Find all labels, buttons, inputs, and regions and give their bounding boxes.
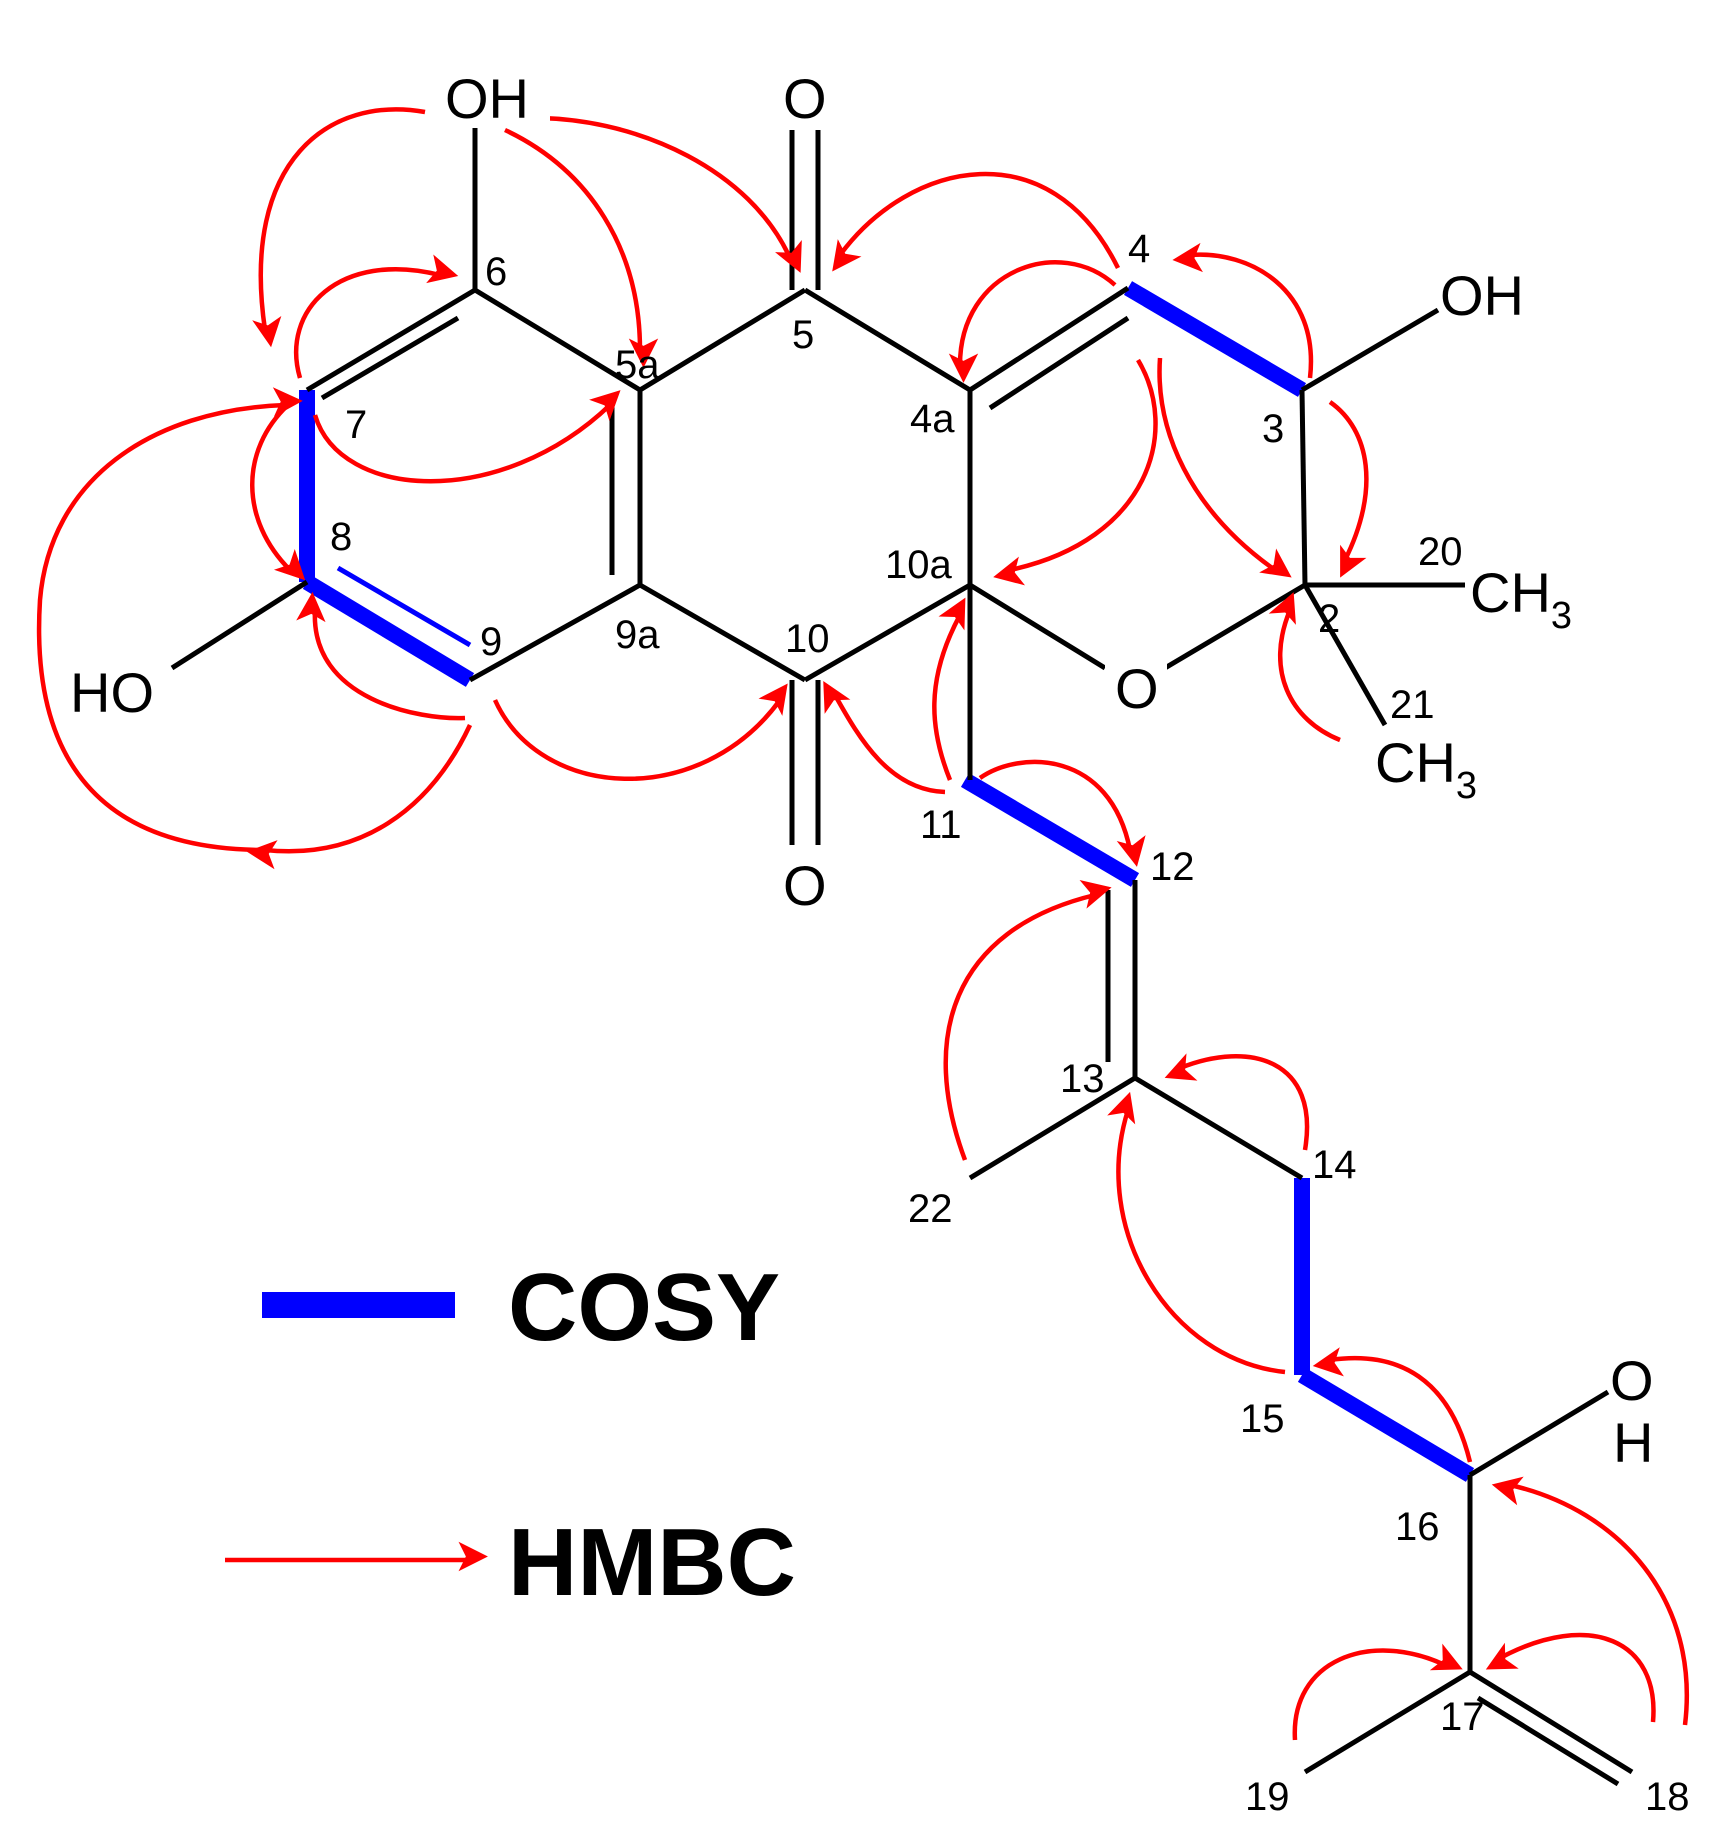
atom-labels: OH O OH HO O O CH3 CH3 O H bbox=[70, 58, 1654, 1474]
hmbc-arrow bbox=[296, 591, 466, 721]
hmbc-arrow bbox=[1328, 400, 1369, 578]
hmbc-arrow bbox=[293, 254, 459, 379]
bond-c6-c7-double bbox=[320, 315, 460, 401]
hmbc-arrow bbox=[312, 390, 621, 484]
hmbc-arrow bbox=[250, 403, 306, 581]
locant-c20: 20 bbox=[1418, 530, 1463, 574]
locant-c7: 7 bbox=[345, 403, 367, 447]
hmbc-arrow bbox=[932, 597, 966, 781]
locant-c17: 17 bbox=[1440, 1695, 1485, 1739]
hmbc-arrow bbox=[948, 260, 1117, 383]
locant-c6: 6 bbox=[485, 250, 507, 294]
cosy-bond-c8-c9-inner bbox=[336, 565, 472, 648]
bond-c9a-c9 bbox=[468, 582, 642, 683]
locant-c5a: 5a bbox=[615, 343, 660, 387]
bond-c5-c4a bbox=[803, 287, 972, 393]
hmbc-arrow bbox=[978, 759, 1146, 867]
hmbc-arrow bbox=[1268, 592, 1341, 743]
locant-c15: 15 bbox=[1240, 1397, 1285, 1441]
skeleton-bonds bbox=[170, 128, 1634, 1787]
bond-c13-c14 bbox=[1133, 1075, 1304, 1181]
bond-c5a-c5 bbox=[638, 287, 807, 393]
cosy-bond-c11-c12 bbox=[960, 773, 1140, 887]
cosy-bond-c4-c3 bbox=[1123, 281, 1307, 397]
hmbc-arrow bbox=[1157, 357, 1292, 578]
hmbc-arrow bbox=[246, 724, 473, 870]
locant-c3: 3 bbox=[1262, 407, 1284, 451]
bond-c10-c9a bbox=[638, 582, 807, 683]
legend: COSY HMBC bbox=[225, 1254, 796, 1616]
locant-c21: 21 bbox=[1390, 683, 1435, 727]
hmbc-arrow bbox=[539, 115, 802, 273]
atom-o-c16: O bbox=[1610, 1349, 1654, 1412]
locant-c16: 16 bbox=[1395, 1505, 1440, 1549]
locant-c5: 5 bbox=[792, 313, 814, 357]
hmbc-arrow bbox=[252, 107, 426, 348]
bond-c17-c18-b bbox=[1476, 1695, 1620, 1787]
bond-c10a-c10 bbox=[803, 582, 972, 683]
hmbc-arrow bbox=[1172, 242, 1314, 379]
cosy-bond-c15-c16 bbox=[1297, 1368, 1475, 1482]
hmbc-arrow bbox=[1292, 1643, 1463, 1741]
bond-c4a-c4-double bbox=[988, 315, 1130, 411]
locant-c8: 8 bbox=[330, 515, 352, 559]
locant-c19: 19 bbox=[1245, 1775, 1290, 1819]
locant-c9a: 9a bbox=[615, 613, 660, 657]
hmbc-arrow bbox=[993, 358, 1158, 586]
legend-hmbc-label: HMBC bbox=[508, 1509, 796, 1616]
atom-o-c10: O bbox=[783, 854, 827, 917]
hmbc-arrow bbox=[1164, 1053, 1310, 1151]
atom-oh-c3: OH bbox=[1440, 264, 1524, 327]
hmbc-arrow bbox=[832, 171, 1121, 272]
hmbc-arrow bbox=[1485, 1632, 1656, 1723]
bond-c17-c19 bbox=[1303, 1669, 1472, 1775]
hmbc-arrow bbox=[1312, 1347, 1473, 1463]
bond-c17-c18-a bbox=[1468, 1669, 1634, 1775]
atom-ch3-c20: CH3 bbox=[1470, 561, 1572, 637]
legend-cosy-label: COSY bbox=[508, 1254, 780, 1361]
hmbc-arrow bbox=[943, 880, 1112, 1161]
atom-ho-c8: HO bbox=[70, 661, 154, 724]
locant-c10a: 10a bbox=[885, 543, 952, 587]
atom-ch3-c21: CH3 bbox=[1375, 731, 1477, 807]
cosy-bonds bbox=[299, 281, 1475, 1482]
hmbc-arrow bbox=[1491, 1476, 1689, 1726]
locant-c2: 2 bbox=[1318, 597, 1340, 641]
hmbc-arrow bbox=[1107, 1091, 1286, 1375]
atom-o-ring: O bbox=[1115, 657, 1159, 720]
locant-c22: 22 bbox=[908, 1187, 953, 1231]
hmbc-arrows bbox=[36, 107, 1689, 1741]
atom-o-c5: O bbox=[783, 67, 827, 130]
locant-c12: 12 bbox=[1150, 845, 1195, 889]
bond-c4a-c4 bbox=[968, 285, 1130, 393]
hmbc-arrow bbox=[504, 127, 659, 368]
locant-c18: 18 bbox=[1645, 1775, 1690, 1819]
bond-c13-c22 bbox=[968, 1075, 1137, 1181]
bond-c6-c5a bbox=[473, 287, 642, 393]
locant-c13: 13 bbox=[1060, 1057, 1105, 1101]
hmbc-arrow bbox=[36, 387, 303, 853]
bond-c6-c7 bbox=[305, 287, 477, 393]
locant-c4a: 4a bbox=[910, 397, 955, 441]
bond-c3-c2 bbox=[1299, 389, 1308, 586]
hmbc-arrow bbox=[492, 683, 788, 781]
atom-oh-c6: OH bbox=[445, 67, 529, 130]
bond-c2-c21 bbox=[1302, 583, 1388, 727]
cosy-bond-c8-c9 bbox=[302, 575, 475, 687]
bond-c16-oh bbox=[1468, 1389, 1610, 1478]
locant-c11: 11 bbox=[920, 803, 962, 847]
locant-c4: 4 bbox=[1128, 227, 1150, 271]
bond-o-c10a bbox=[968, 582, 1107, 671]
bond-c3-oh bbox=[1300, 307, 1440, 393]
locant-labels: 2 3 4 4a 5 5a 6 7 8 9 9a 10 10a 11 12 13… bbox=[330, 227, 1690, 1819]
hmbc-arrow bbox=[823, 681, 946, 795]
atom-h-c16: H bbox=[1613, 1411, 1653, 1474]
bond-c8-oh bbox=[170, 579, 309, 671]
locant-c9: 9 bbox=[480, 620, 502, 664]
locant-c10: 10 bbox=[785, 617, 830, 661]
locant-c14: 14 bbox=[1312, 1143, 1357, 1187]
